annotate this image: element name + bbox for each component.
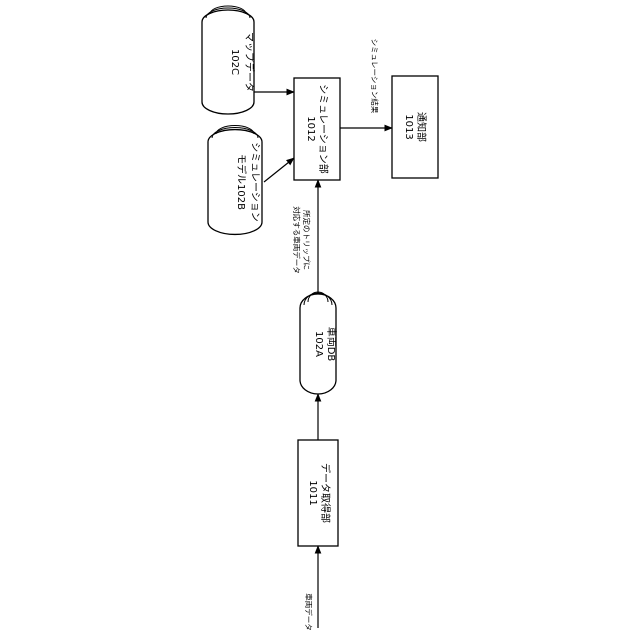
trip-edge-label-line1: 所定のトリップに [302,210,312,270]
vehicle-db-cylinder: 車両DB 102A [300,292,338,394]
simulation-model-title: シミュレーション [249,142,260,222]
data-acquisition-box: データ取得部 1011 [298,440,338,546]
result-edge-label: シミュレーション結果 [370,39,380,114]
map-data-cylinder: マップデータ 102C [202,6,256,114]
data-acquisition-title: データ取得部 [319,463,332,523]
model-to-sim-arrow [264,158,294,182]
simulation-model-id: モデル102B [235,154,248,210]
notification-unit-box: 通知部 1013 [392,76,438,178]
vehicle-db-id: 102A [313,331,324,357]
simulation-unit-id: 1012 [305,116,316,141]
notification-unit-title: 通知部 [415,112,428,142]
simulation-unit-title: シミュレーション部 [317,84,330,174]
notification-unit-id: 1013 [403,114,414,139]
simulation-unit-box: シミュレーション部 1012 [294,78,340,180]
vehicle-db-title: 車両DB [325,327,338,362]
map-data-title: マップデータ [243,32,256,92]
simulation-model-cylinder: シミュレーション モデル102B [208,126,262,235]
map-data-id: 102C [229,49,240,75]
input-edge-label: 車両データ [304,593,314,631]
trip-edge-label-line2: 対応する車両データ [292,206,302,274]
data-acquisition-id: 1011 [307,480,318,505]
